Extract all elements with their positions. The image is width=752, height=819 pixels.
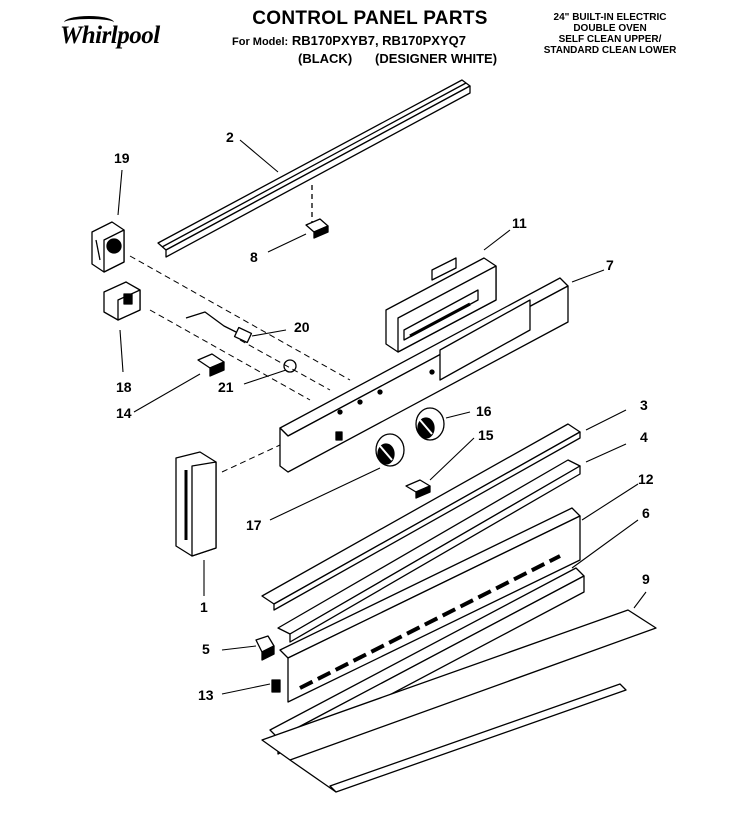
finish-black: (BLACK) [298,51,353,66]
callout-labels: 19 2 8 11 7 20 18 21 14 16 3 15 4 17 12 … [114,129,654,703]
part-9-bottom-rail [261,609,657,793]
description-line: DOUBLE OVEN [573,23,647,34]
part-12-vent-bracket [279,507,581,703]
callout-18: 18 [116,379,132,395]
callout-12: 12 [638,471,654,487]
part-18-relay [103,281,141,321]
finish-white: (DESIGNER WHITE) [375,51,498,66]
leader-lines [117,139,647,695]
callout-21: 21 [218,379,234,395]
callout-9: 9 [642,571,650,587]
appliance-description: 24" BUILT-IN ELECTRIC DOUBLE OVEN SELF C… [530,12,690,56]
model-numbers: RB170PXYB7, RB170PXYQ7 [291,33,466,48]
model-label: For Model: [232,36,289,48]
callout-11: 11 [512,215,527,231]
part-13-screw [271,679,281,693]
part-14-connector [197,353,225,377]
part-4-trim [277,459,581,643]
model-line: For Model: RB170PXYB7, RB170PXYQ7 [232,33,466,48]
description-line: SELF CLEAN UPPER/ [558,34,662,45]
callout-6: 6 [642,505,650,521]
callout-13: 13 [198,687,214,703]
part-17-knob [375,433,405,467]
description-line: STANDARD CLEAN LOWER [543,45,677,56]
description-line: 24" BUILT-IN ELECTRIC [553,12,667,23]
callout-14: 14 [116,405,132,421]
part-2-top-trim [157,79,471,258]
callout-1: 1 [200,599,208,615]
alignment-lines [129,255,561,473]
callout-19: 19 [114,150,130,166]
callout-3: 3 [640,397,648,413]
part-3-trim [261,423,581,611]
part-7-console-panel [279,277,569,473]
brand-logo: Whirlpool [60,22,160,49]
callout-4: 4 [640,429,648,445]
callout-7: 7 [606,257,614,273]
part-1-end-cap [175,451,217,557]
callout-17: 17 [246,517,262,533]
callout-5: 5 [202,641,210,657]
callout-16: 16 [476,403,492,419]
part-8-clip [305,185,329,239]
part-19-switch [91,221,125,273]
logo-swoosh-icon [64,16,114,29]
callout-2: 2 [226,129,234,145]
callout-20: 20 [294,319,310,335]
part-5-clip [255,635,275,661]
callout-15: 15 [478,427,494,443]
part-16-knob [415,407,445,441]
part-15-bracket [405,479,431,499]
callout-8: 8 [250,249,258,265]
page-title: CONTROL PANEL PARTS [252,8,488,29]
part-11-clock [385,257,497,353]
